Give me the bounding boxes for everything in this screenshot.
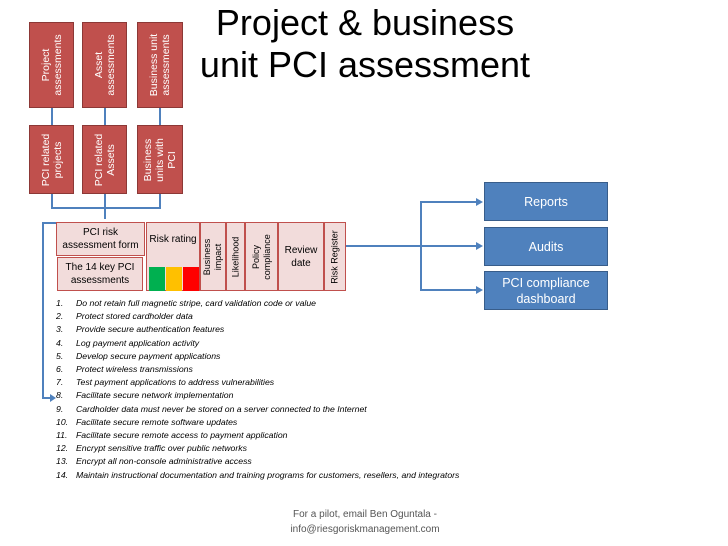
connector-list-bracket-top	[42, 222, 56, 224]
list-item-number: 4.	[56, 337, 64, 348]
list-item-text: Maintain instructional documentation and…	[76, 469, 460, 480]
risk-register-label: Risk Register	[329, 229, 340, 284]
review-date-box: Review date	[278, 222, 324, 291]
reports-label: Reports	[524, 194, 568, 209]
connector-list-bracket-vertical	[42, 222, 44, 398]
list-item: 8. Facilitate secure network implementati…	[56, 389, 476, 402]
connector-assets-down	[104, 194, 106, 219]
list-item-text: Provide secure authentication features	[76, 324, 225, 335]
project-assessments-box: Project assessments	[29, 22, 74, 108]
list-item-number: 6.	[56, 364, 64, 375]
list-item-number: 8.	[56, 390, 64, 401]
reports-box: Reports	[484, 182, 608, 221]
list-item: 4. Log payment application activity	[56, 337, 476, 350]
list-item-text: Cardholder data must never be stored on …	[76, 403, 367, 414]
list-item-text: Facilitate secure network implementation	[76, 390, 234, 401]
list-item-text: Log payment application activity	[76, 337, 200, 348]
connector-to-audits	[420, 245, 478, 247]
list-item-number: 10.	[56, 416, 69, 427]
list-item-number: 5.	[56, 350, 64, 361]
policy-compliance-label: Policy compliance	[250, 233, 272, 280]
connector-horizontal	[51, 207, 161, 209]
list-item-number: 2.	[56, 311, 64, 322]
arrow-reports-icon	[476, 198, 483, 206]
list-item: 3. Provide secure authentication features	[56, 323, 476, 336]
list-item-number: 14.	[56, 469, 69, 480]
pci-related-assets-box: PCI related Assets	[82, 125, 127, 194]
pci-compliance-dashboard-box: PCI compliance dashboard	[484, 271, 608, 310]
connector-asset	[104, 108, 106, 125]
list-item: 13. Encrypt all non-console administrativ…	[56, 455, 476, 468]
connector-to-reports	[420, 201, 478, 203]
connector-project	[51, 108, 53, 125]
connector-bu-down	[159, 194, 161, 208]
asset-assessments-label: Asset assessments	[92, 34, 117, 96]
business-units-with-pci-label: Business units with PCI	[142, 137, 178, 182]
pci-related-projects-label: PCI related projects	[39, 133, 64, 186]
list-item-text: Test payment applications to address vul…	[76, 377, 275, 388]
list-item: 7. Test payment applications to address v…	[56, 376, 476, 389]
list-item: 1. Do not retain full magnetic stripe, ca…	[56, 297, 476, 310]
list-item-text: Facilitate secure remote access to payme…	[76, 430, 288, 441]
connector-business-unit	[159, 108, 161, 125]
business-impact-label: Business impact	[202, 238, 223, 275]
arrow-right-icon	[50, 394, 56, 402]
key-pci-assessments-label: The 14 key PCI assessments	[65, 262, 135, 286]
list-item-text: Do not retain full magnetic stripe, card…	[76, 298, 317, 308]
pci-related-projects-box: PCI related projects	[29, 125, 74, 194]
key-pci-assessments-box: The 14 key PCI assessments	[57, 257, 143, 291]
connector-register-out	[346, 245, 421, 247]
list-item-number: 3.	[56, 324, 64, 335]
rating-swatch-red	[183, 267, 199, 291]
pci-related-assets-label: PCI related Assets	[92, 133, 117, 186]
list-item: 5. Develop secure payment applications	[56, 350, 476, 363]
risk-register-box: Risk Register	[324, 222, 346, 291]
list-item: 12. Encrypt sensitive traffic over public…	[56, 442, 476, 455]
list-item-number: 9.	[56, 403, 64, 414]
project-assessments-label: Project assessments	[39, 34, 64, 96]
pci-risk-assessment-form-box: PCI risk assessment form	[56, 222, 145, 256]
connector-to-dashboard	[420, 289, 478, 291]
business-unit-assessments-label: Business unit assessments	[148, 33, 172, 97]
list-item: 2. Protect stored cardholder data	[56, 310, 476, 323]
list-item-number: 7.	[56, 377, 64, 388]
review-date-label: Review date	[284, 244, 318, 269]
list-item-number: 11.	[56, 430, 68, 441]
list-item-text: Protect wireless transmissions	[76, 364, 193, 375]
list-item: 9. Cardholder data must never be stored o…	[56, 403, 476, 416]
audits-box: Audits	[484, 227, 608, 266]
list-item-text: Protect stored cardholder data	[76, 311, 193, 322]
list-item: 10. Facilitate secure remote software upd…	[56, 416, 476, 429]
asset-assessments-box: Asset assessments	[82, 22, 127, 108]
connector-list-arrow	[42, 397, 52, 399]
list-item-text: Encrypt all non-console administrative a…	[76, 456, 252, 467]
list-item: 6. Protect wireless transmissions	[56, 363, 476, 376]
connector-projects-down	[51, 194, 53, 208]
list-item-text: Facilitate secure remote software update…	[76, 416, 238, 427]
list-item: 14. Maintain instructional documentation …	[56, 469, 476, 482]
arrow-dashboard-icon	[476, 286, 483, 294]
pci-risk-assessment-form-label: PCI risk assessment form	[62, 227, 139, 251]
business-unit-assessments-box: Business unit assessments	[137, 22, 183, 108]
list-item-text: Develop secure payment applications	[76, 350, 221, 361]
audits-label: Audits	[528, 239, 564, 254]
page-title: Project & business unit PCI assessment	[199, 2, 531, 85]
list-item-number: 12.	[56, 443, 69, 454]
likelihood-box: Likelihood	[226, 222, 245, 291]
rating-swatch-green	[149, 267, 165, 291]
list-item-number: 13.	[56, 456, 69, 467]
list-item: 11. Facilitate secure remote access to pa…	[56, 429, 476, 442]
policy-compliance-box: Policy compliance	[245, 222, 278, 291]
risk-rating-label: Risk rating	[149, 234, 197, 245]
list-item-text: Encrypt sensitive traffic over public ne…	[76, 443, 247, 454]
business-impact-box: Business impact	[200, 222, 226, 291]
business-units-with-pci-box: Business units with PCI	[137, 125, 183, 194]
footer-contact: For a pilot, email Ben Oguntala - info@r…	[290, 509, 440, 535]
pci-compliance-dashboard-label: PCI compliance dashboard	[502, 275, 590, 306]
likelihood-label: Likelihood	[230, 236, 240, 277]
pci-requirements-list: 1. Do not retain full magnetic stripe, ca…	[56, 297, 476, 482]
rating-swatch-amber	[166, 267, 182, 291]
arrow-audits-icon	[476, 242, 483, 250]
list-item-number: 1.	[56, 298, 64, 308]
